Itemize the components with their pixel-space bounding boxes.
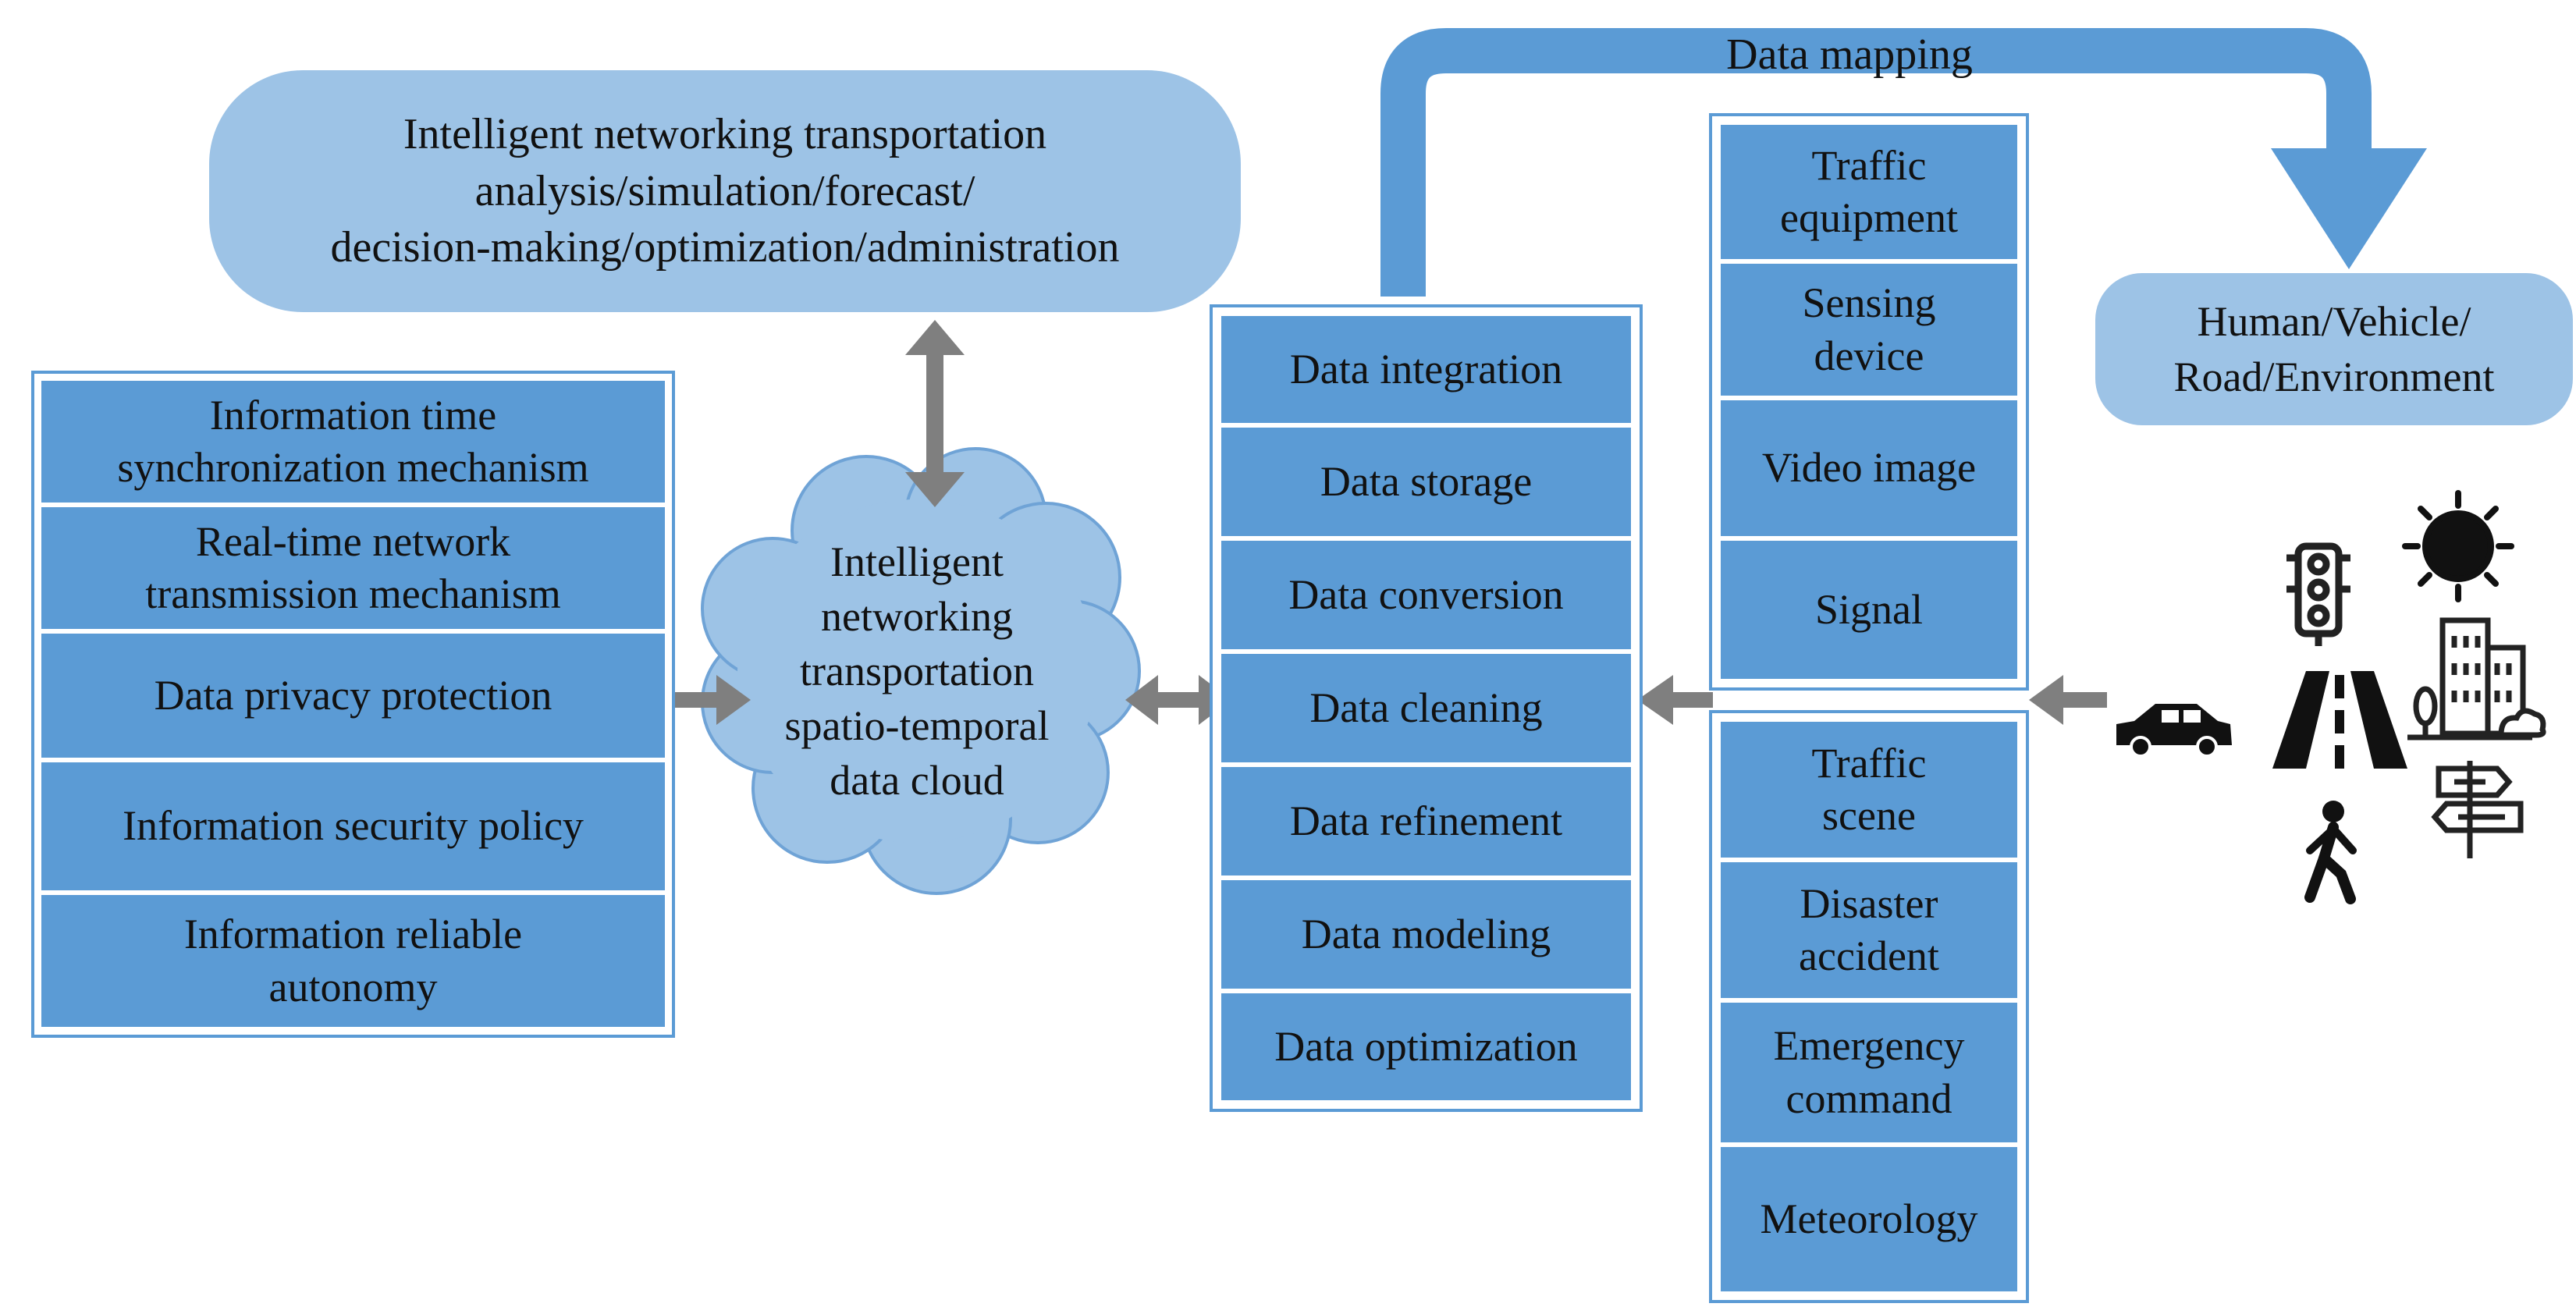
cloud-middle-double-arrow [1125,675,1231,725]
vertical-double-arrow [905,320,965,507]
data-cloud-shape [701,447,1141,895]
processing-item: Data cleaning [1219,652,1633,765]
data-cloud-label: Intelligent networking transportation sp… [784,538,1050,804]
source-item: Video image [1718,398,2020,538]
source-item: Emergency command [1718,1000,2020,1145]
security-mechanisms-panel: Information time synchronization mechani… [31,371,675,1038]
processing-item: Data refinement [1219,765,1633,878]
car-to-right-arrow [2029,675,2107,725]
data-processing-panel: Data integration Data storage Data conve… [1210,304,1643,1112]
pedestrian-icon [2304,801,2357,904]
analysis-box: Intelligent networking transportation an… [330,109,1120,272]
processing-item: Data optimization [1219,991,1633,1103]
right-to-middle-arrow [1637,675,1713,725]
car-icon [2116,704,2232,758]
processing-item: Data integration [1219,314,1633,425]
left-item: Data privacy protection [39,631,667,760]
source-item: Disaster accident [1718,860,2020,1000]
source-item: Meteorology [1718,1145,2020,1294]
data-sources-panel-bottom: Traffic scene Disaster accident Emergenc… [1709,710,2029,1303]
analysis-box-shape [209,70,1241,312]
processing-item: Data modeling [1219,878,1633,991]
source-item: Traffic scene [1718,719,2020,860]
left-item: Information security policy [39,760,667,893]
data-mapping-arrow [1380,28,2372,297]
left-to-cloud-arrow [673,675,751,725]
buildings-icon [2407,617,2546,741]
source-item: Sensing device [1718,261,2020,398]
signpost-icon [2431,761,2524,858]
left-item: Information time synchronization mechani… [39,378,667,505]
left-item: Information reliable autonomy [39,893,667,1029]
source-item: Signal [1718,538,2020,681]
target-box: Human/Vehicle/ Road/Environment [2173,298,2495,400]
processing-item: Data conversion [1219,538,1633,652]
traffic-light-icon [2286,542,2350,646]
data-mapping-label: Data mapping [1726,30,1973,79]
data-sources-panel-top: Traffic equipment Sensing device Video i… [1709,113,2029,691]
data-mapping-arrowhead [2271,148,2427,269]
left-item: Real-time network transmission mechanism [39,505,667,631]
processing-item: Data storage [1219,425,1633,538]
target-box-shape [2095,273,2573,425]
road-icon [2272,671,2407,769]
sun-icon [2402,490,2514,602]
source-item: Traffic equipment [1718,123,2020,261]
